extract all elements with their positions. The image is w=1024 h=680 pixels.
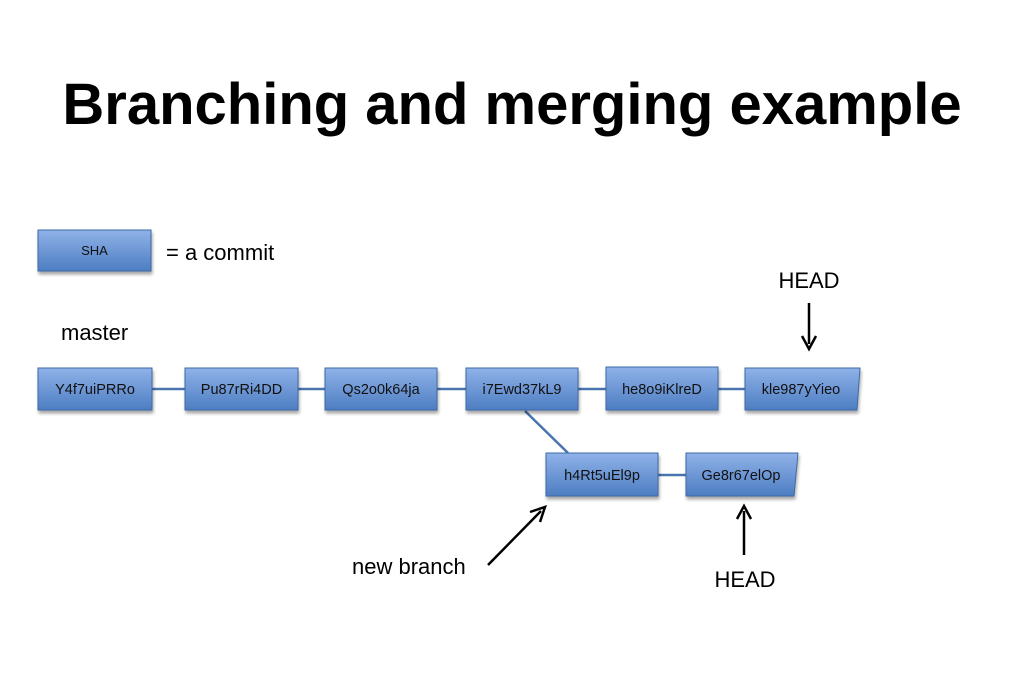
commit-sha: Ge8r67elOp bbox=[702, 468, 781, 484]
commit-sha: Pu87rRi4DD bbox=[201, 382, 282, 398]
legend-box-label: SHA bbox=[81, 243, 108, 258]
arrow-up-icon bbox=[735, 503, 753, 555]
commit-sha: i7Ewd37kL9 bbox=[483, 382, 562, 398]
legend: SHA = a commit bbox=[37, 229, 274, 272]
legend-text: = a commit bbox=[166, 240, 274, 265]
page-title: Branching and merging example bbox=[62, 72, 961, 137]
commit-box bbox=[324, 367, 438, 411]
commit-node: Pu87rRi4DD bbox=[184, 367, 299, 411]
commit-node: Ge8r67elOp bbox=[685, 452, 799, 497]
master-label: master bbox=[61, 320, 128, 345]
commit-box bbox=[184, 367, 299, 411]
commit-node: Qs2o0k64ja bbox=[324, 367, 438, 411]
new-branch-label: new branch bbox=[352, 554, 466, 579]
commit-sha: kle987yYieo bbox=[762, 382, 840, 398]
head-master-label: HEAD bbox=[778, 268, 839, 293]
commit-box bbox=[685, 452, 799, 497]
master-branch: Y4f7uiPRRo Pu87rRi4DD Qs2o0k64ja i7Ewd37… bbox=[37, 366, 861, 411]
commit-sha: he8o9iKlreD bbox=[622, 382, 702, 398]
commit-sha: Qs2o0k64ja bbox=[342, 382, 420, 398]
commit-node: h4Rt5uEl9p bbox=[545, 452, 659, 497]
commit-box bbox=[465, 367, 579, 411]
commit-node: he8o9iKlreD bbox=[605, 366, 719, 411]
arrow-diagonal-icon bbox=[487, 505, 547, 566]
commit-box bbox=[605, 366, 719, 411]
branch-connector bbox=[524, 410, 569, 454]
commit-sha: Y4f7uiPRRo bbox=[55, 382, 135, 398]
new-branch: h4Rt5uEl9p Ge8r67elOp bbox=[545, 452, 799, 497]
arrow-down-icon bbox=[800, 303, 818, 352]
head-branch-label: HEAD bbox=[714, 567, 775, 592]
commit-box bbox=[545, 452, 659, 497]
legend-commit-box bbox=[37, 229, 152, 272]
commit-node: Y4f7uiPRRo bbox=[37, 367, 153, 411]
commit-box bbox=[744, 367, 861, 411]
commit-node: kle987yYieo bbox=[744, 367, 861, 411]
commit-box bbox=[37, 367, 153, 411]
commit-sha: h4Rt5uEl9p bbox=[564, 468, 640, 484]
commit-node: i7Ewd37kL9 bbox=[465, 367, 579, 411]
